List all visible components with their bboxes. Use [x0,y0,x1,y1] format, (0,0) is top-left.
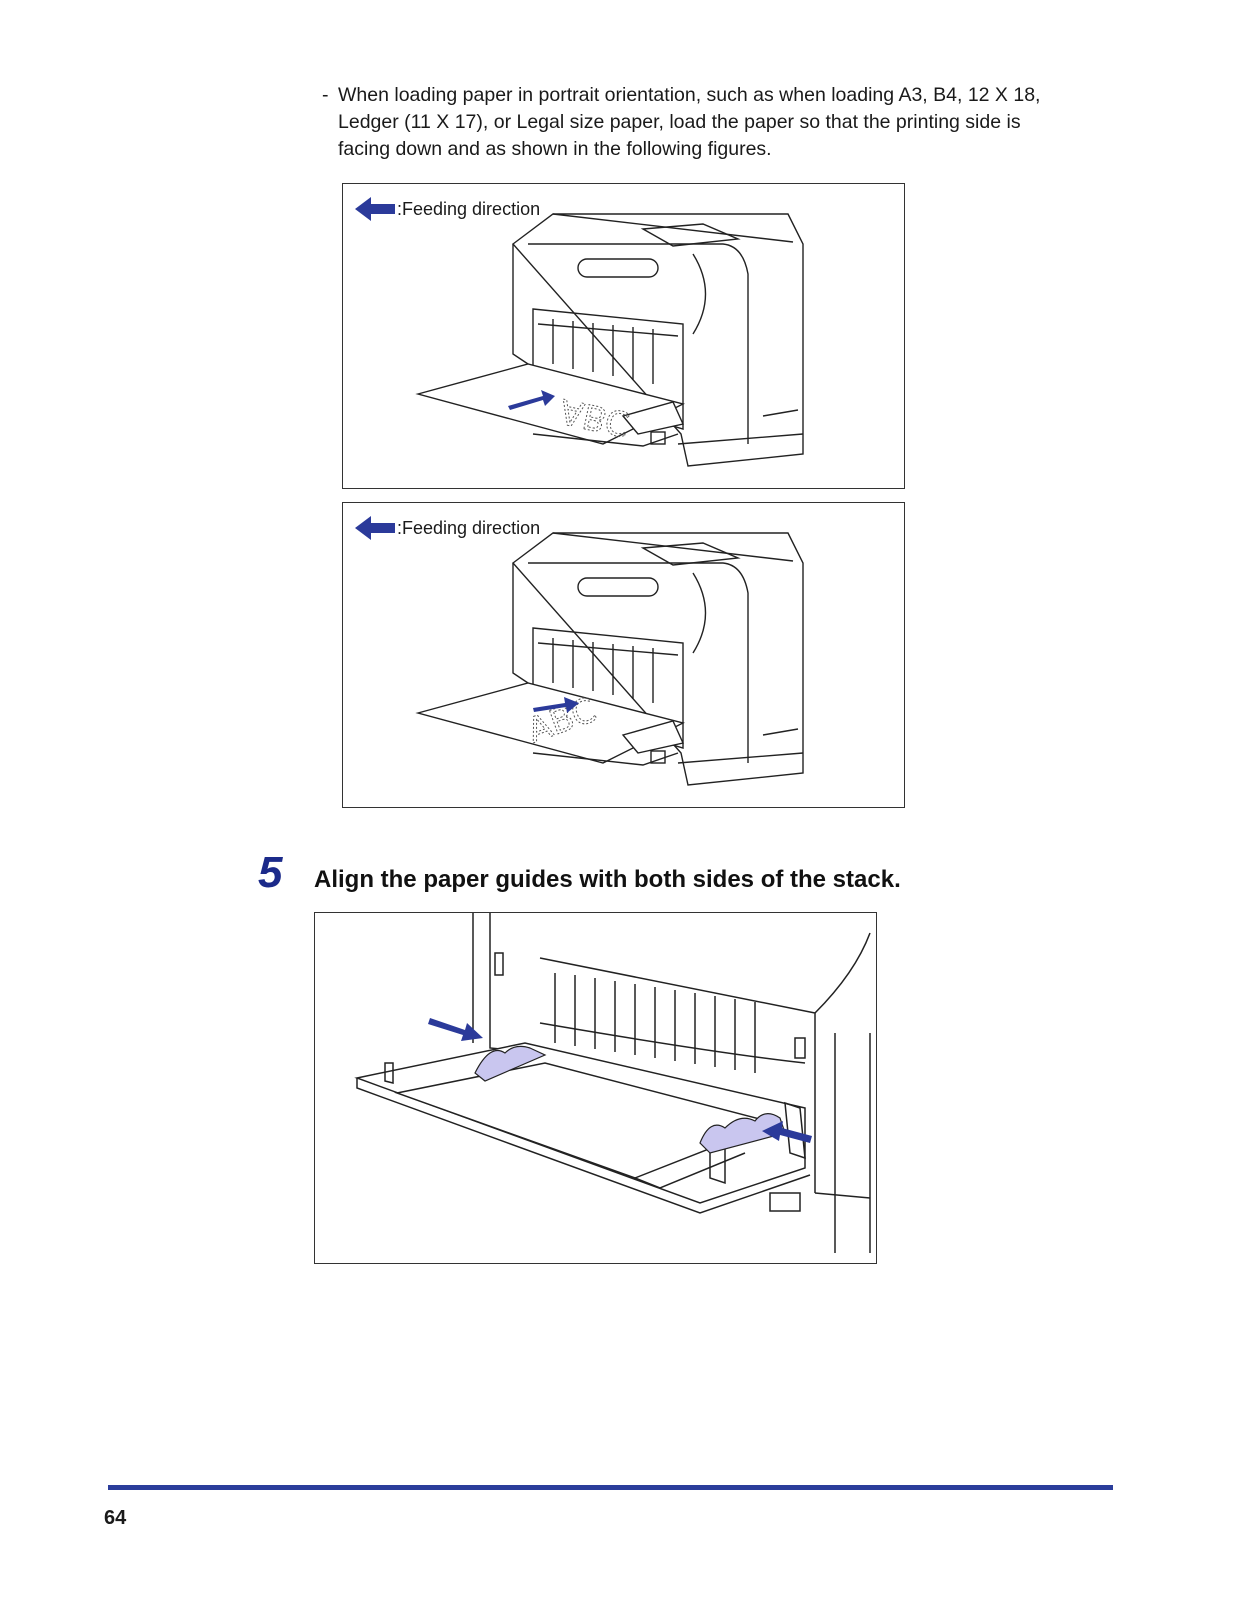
step-text: Align the paper guides with both sides o… [314,866,901,893]
feeding-direction-legend: :Feeding direction [355,515,540,541]
note-line: facing down and as shown in the followin… [338,138,772,160]
push-arrow-icon [428,1018,483,1041]
printer-illustration: ABC [415,532,804,786]
note-line: Ledger (11 X 17), or Legal size paper, l… [338,111,1021,133]
note-bullet: - [322,84,329,106]
printer-illustration: ABC [415,213,804,467]
push-arrow-icon [762,1121,812,1143]
feeding-direction-legend: :Feeding direction [355,196,540,222]
footer-rule [108,1485,1113,1490]
figure-feeding-direction-2: ABC :Feeding direction [342,502,905,808]
feeding-direction-arrow-icon [355,516,395,540]
paper-guides-illustration [354,913,871,1253]
figure-paper-guides [314,912,877,1264]
page-number: 64 [104,1507,127,1529]
figure-feeding-direction-1: ABC :Feeding direction [342,183,905,489]
step-number: 5 [258,848,283,897]
step-5-heading: 5 Align the paper guides with both sides… [258,848,901,898]
loading-note: - When loading paper in portrait orienta… [322,82,1112,163]
legend-label: :Feeding direction [397,517,541,538]
legend-label: :Feeding direction [397,198,541,219]
feeding-direction-arrow-icon [355,197,395,221]
note-line: When loading paper in portrait orientati… [338,84,1041,106]
